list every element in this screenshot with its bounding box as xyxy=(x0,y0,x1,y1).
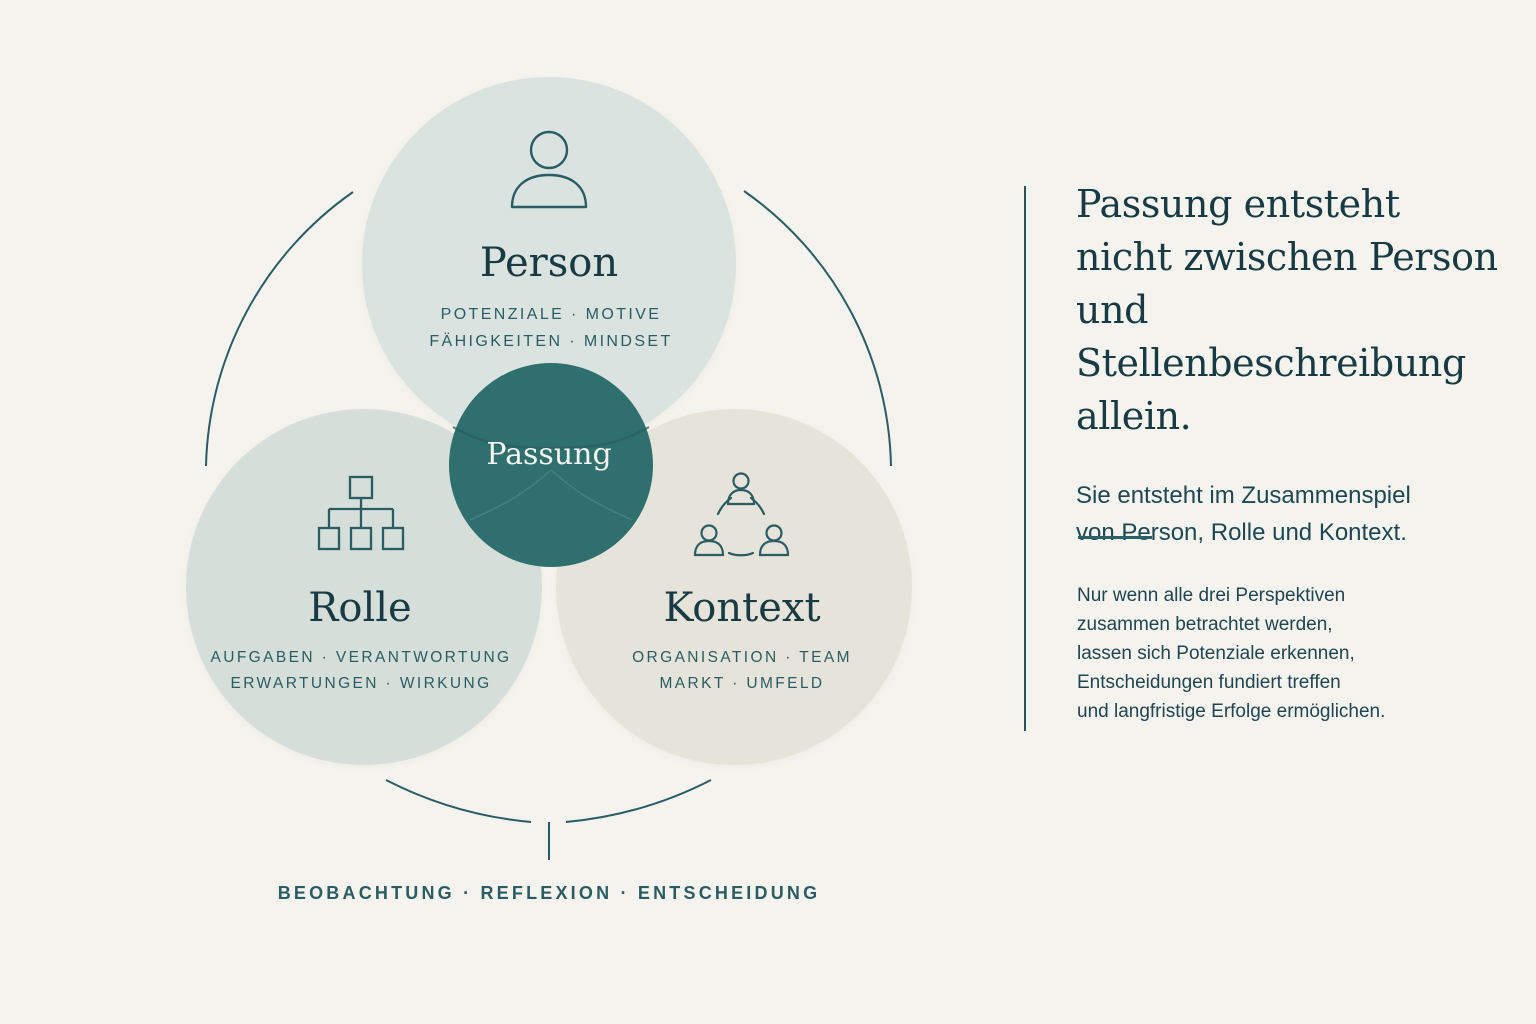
circle-rolle-shape xyxy=(186,409,542,765)
rolle-title: Rolle xyxy=(308,585,411,631)
subheadline: Sie entsteht im Zusammenspiel von Person… xyxy=(1076,482,1411,546)
kontext-title: Kontext xyxy=(663,585,820,631)
bottom-process-label: BEOBACHTUNG · REFLEXION · ENTSCHEIDUNG xyxy=(278,883,821,903)
accent-rule xyxy=(1078,536,1152,539)
vertical-divider xyxy=(1024,186,1026,731)
rolle-line-2: ERWARTUNGEN · WIRKUNG xyxy=(230,675,491,692)
body-copy: Nur wenn alle drei Perspektiven zusammen… xyxy=(1077,585,1386,722)
passung-center-shape xyxy=(449,363,653,567)
outer-arc-right xyxy=(743,190,892,467)
outer-arc-left xyxy=(205,191,354,467)
person-icon xyxy=(510,130,588,209)
center-label: Passung xyxy=(486,437,611,472)
circle-person-shape xyxy=(362,77,736,451)
rolle-line-1: AUFGABEN · VERANTWORTUNG xyxy=(210,649,511,666)
person-title: Person xyxy=(480,240,618,286)
org-chart-icon xyxy=(317,475,405,551)
kontext-line-1: ORGANISATION · TEAM xyxy=(632,649,852,666)
outer-arc-bottom xyxy=(385,779,712,860)
text-panel: Passung entsteht nicht zwischen Person u… xyxy=(1076,178,1526,551)
kontext-line-2: MARKT · UMFELD xyxy=(659,675,824,692)
person-line-2: FÄHIGKEITEN · MINDSET xyxy=(429,332,672,350)
person-line-1: POTENZIALE · MOTIVE xyxy=(441,306,662,323)
headline: Passung entsteht nicht zwischen Person u… xyxy=(1076,182,1498,438)
team-network-icon xyxy=(693,472,790,557)
